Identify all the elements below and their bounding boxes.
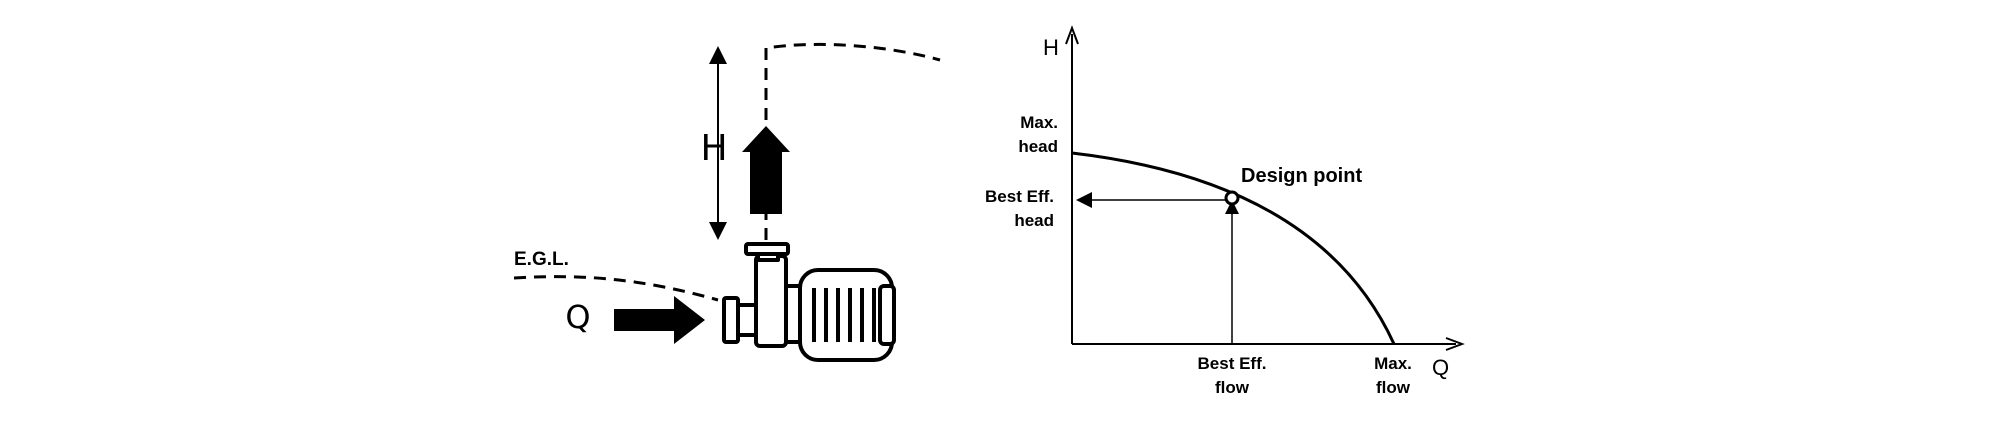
design-point-label: Design point <box>1241 165 1362 187</box>
max-flow-label-line2: flow <box>1376 378 1411 397</box>
best-eff-head-label-line2: head <box>1014 211 1054 230</box>
head-flow-curve <box>1071 151 1396 345</box>
max-head-label-line2: head <box>1018 137 1058 156</box>
best-eff-flow-label-line1: Best Eff. <box>1198 354 1267 373</box>
design-point-marker <box>1224 190 1240 206</box>
pump-icon <box>722 242 896 362</box>
max-flow-label-line1: Max. <box>1374 354 1412 373</box>
motor-fins <box>812 288 876 342</box>
pump-performance-chart: H Q Max. head Best Eff. head Design poin… <box>985 25 1465 397</box>
y-axis-label: H <box>1043 35 1059 60</box>
max-head-label-line1: Max. <box>1020 113 1058 132</box>
suction-energy-line <box>513 275 719 302</box>
flow-label: Q <box>565 298 590 336</box>
discharge-flow-arrow <box>742 126 790 214</box>
head-dimension-arrow <box>709 46 727 240</box>
head-label: H <box>700 128 727 169</box>
x-axis-label: Q <box>1432 355 1449 380</box>
discharge-energy-line <box>764 42 941 240</box>
pump-schematic: H E.G.L. Q <box>513 42 941 362</box>
best-eff-head-label-line1: Best Eff. <box>985 187 1054 206</box>
suction-flow-arrow <box>614 296 705 344</box>
best-eff-flow-label-line2: flow <box>1215 378 1250 397</box>
egl-label: E.G.L. <box>514 249 569 270</box>
